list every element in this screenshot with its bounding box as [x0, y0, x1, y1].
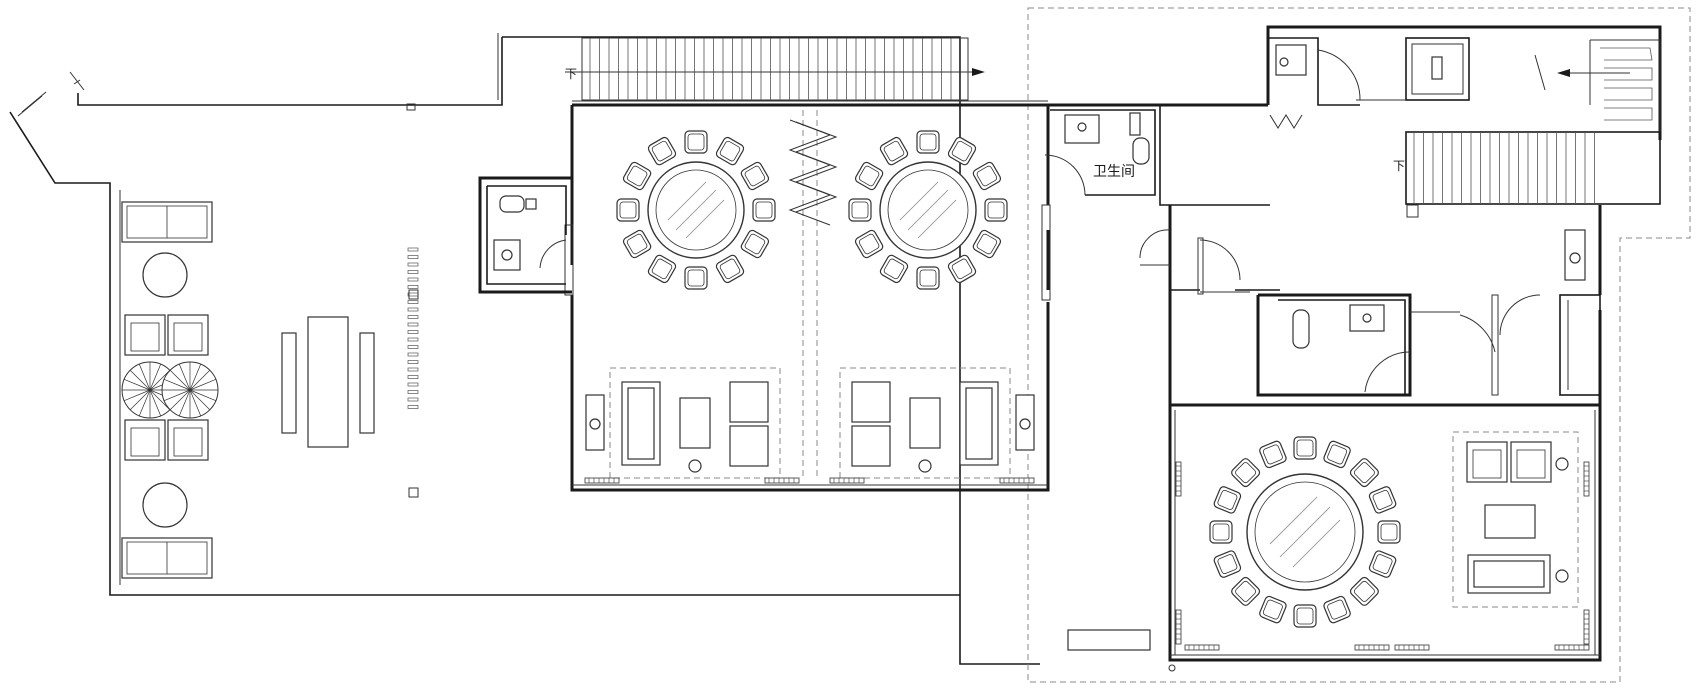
chair: [1322, 594, 1353, 625]
chair: [1257, 594, 1288, 625]
radiators-dining: [584, 477, 1035, 484]
chair: [646, 253, 678, 285]
chair: [621, 160, 653, 192]
restroom-center: 卫生间: [1044, 109, 1156, 196]
chair: [739, 160, 771, 192]
round-table-1: [616, 130, 776, 290]
stair-down-label-top: 下: [565, 67, 577, 81]
planter-box: [1067, 629, 1151, 651]
chair: [1293, 436, 1317, 460]
lounge-left: [585, 367, 781, 479]
chair: [1293, 604, 1317, 628]
chair: [714, 135, 746, 167]
property-boundary: [1027, 7, 1691, 683]
chair: [621, 228, 653, 260]
chair: [853, 228, 885, 260]
chair: [1322, 439, 1353, 470]
chair: [848, 198, 872, 222]
stair-right: 下: [1393, 39, 1661, 218]
lounge-right: [839, 367, 1035, 479]
chair: [1209, 520, 1233, 544]
corridor: [1139, 229, 1250, 295]
chair: [971, 228, 1003, 260]
bottom-marker: [1168, 664, 1176, 672]
round-table-3: [1209, 436, 1401, 628]
washroom-left: [478, 176, 572, 294]
chair: [1229, 456, 1262, 489]
dining-hall: [564, 100, 1051, 492]
chair: [916, 266, 940, 290]
terrace-outline: [9, 33, 1040, 665]
top-right-rooms: [1267, 37, 1470, 129]
chair: [616, 198, 640, 222]
chair: [1212, 549, 1243, 580]
chair: [946, 135, 978, 167]
chair: [1212, 484, 1243, 515]
chair: [946, 253, 978, 285]
chair: [878, 135, 910, 167]
chair: [1367, 549, 1398, 580]
chair: [752, 198, 776, 222]
chair: [1257, 439, 1288, 470]
chair: [739, 228, 771, 260]
private-dining: [1170, 410, 1600, 656]
chair: [646, 135, 678, 167]
chair: [1377, 520, 1401, 544]
chair: [878, 253, 910, 285]
chair: [714, 253, 746, 285]
chair: [1229, 575, 1262, 608]
chair: [1348, 575, 1381, 608]
chair: [984, 198, 1008, 222]
stair-down-label-right: 下: [1393, 159, 1405, 173]
chair: [1348, 456, 1381, 489]
chair: [916, 130, 940, 154]
washroom-right: [1256, 229, 1601, 397]
round-table-2: [848, 130, 1008, 290]
lounge-private: [1452, 431, 1579, 608]
restroom-label: 卫生间: [1093, 164, 1135, 180]
chair: [971, 160, 1003, 192]
stair-top: 下: [565, 37, 985, 101]
terrace-furniture: [121, 201, 419, 579]
chair: [684, 266, 708, 290]
chair: [1367, 484, 1398, 515]
chair: [684, 130, 708, 154]
chair: [853, 160, 885, 192]
